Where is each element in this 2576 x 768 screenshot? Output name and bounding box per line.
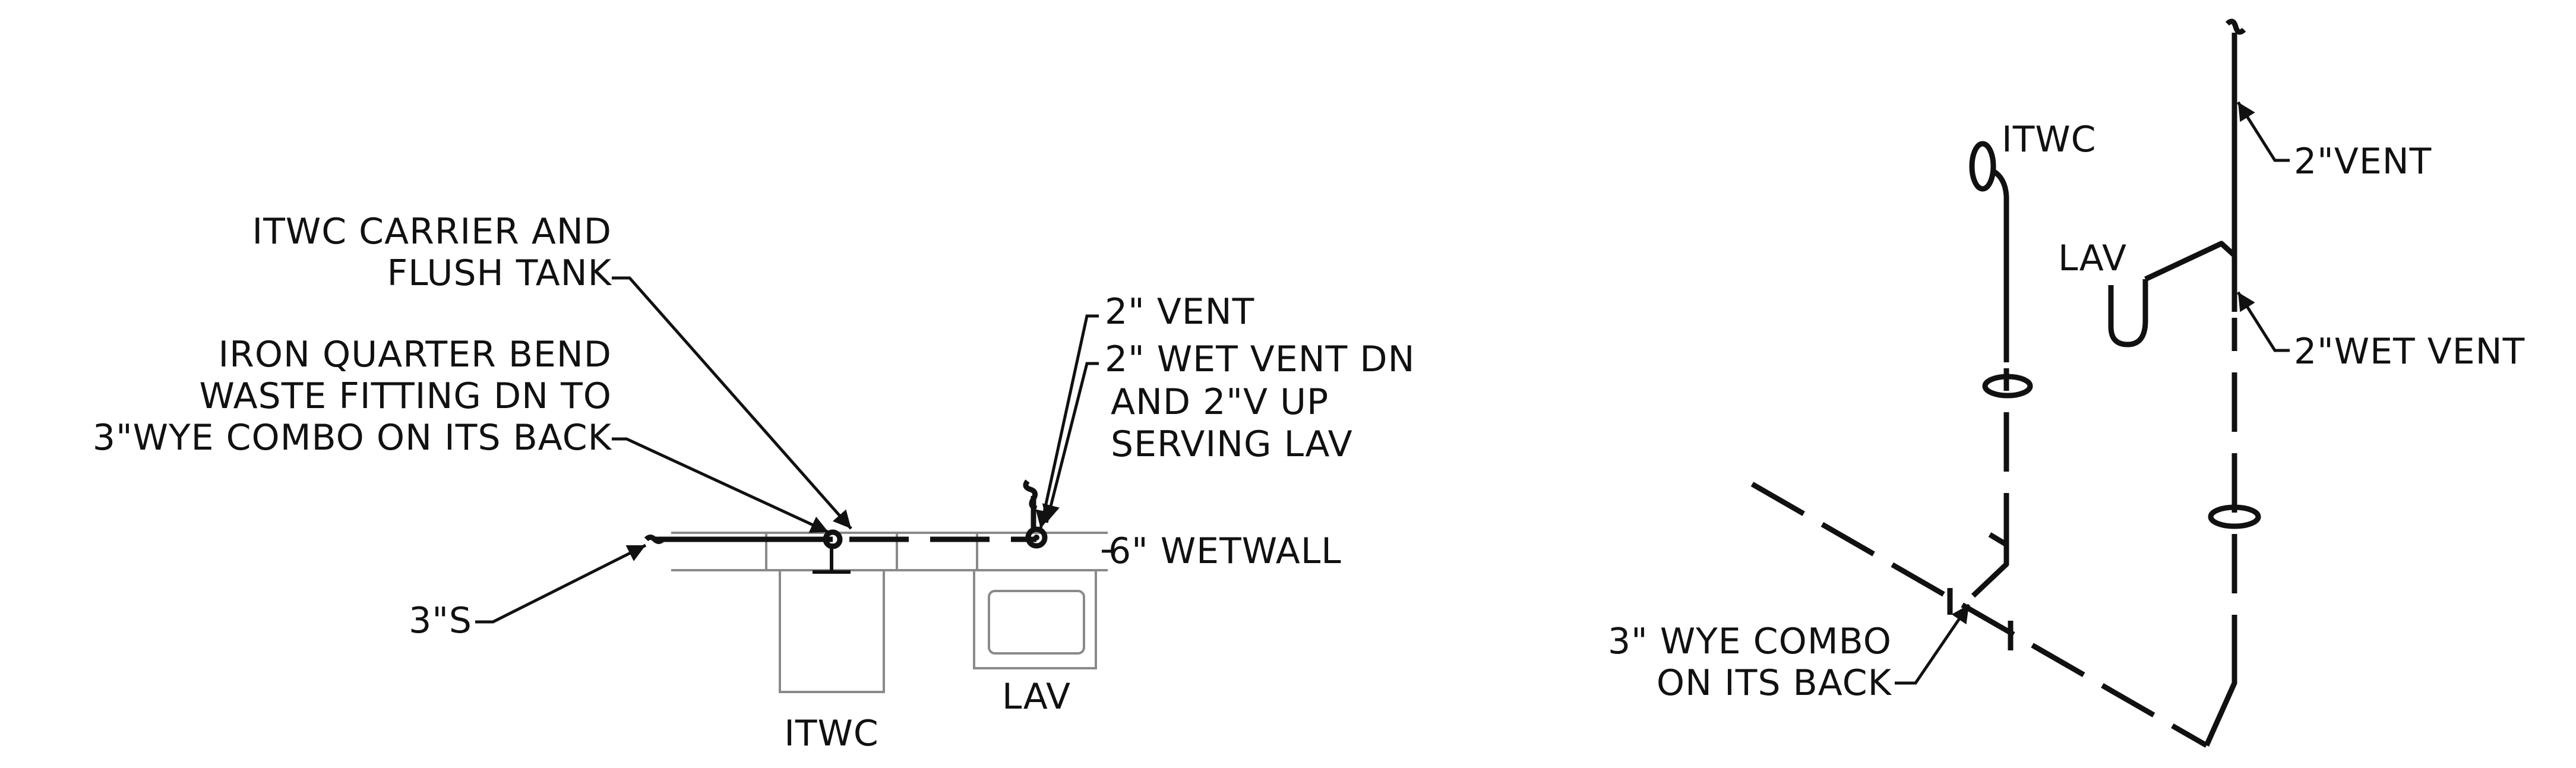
wye-marks-iso: [1947, 588, 2014, 650]
lav-fixture-plan: [973, 569, 1097, 669]
wet-vent-label-iso: 2"WET VENT: [2294, 331, 2525, 372]
itwc-riser-iso: [1969, 141, 2033, 598]
bend-label-line2: WASTE FITTING DN TO: [200, 375, 612, 417]
leaders-iso: [1895, 101, 2290, 685]
wet-vent-label-line1: 2" WET VENT DN: [1105, 339, 1415, 380]
vent-stack-iso: [2208, 18, 2261, 674]
lav-branch-iso: [2108, 241, 2237, 347]
main-drain-iso: [1750, 482, 2237, 748]
itwc-label-plan: ITWC: [784, 713, 879, 754]
lav-label-plan: LAV: [1002, 676, 1071, 718]
bend-label-line3: 3"WYE COMBO ON ITS BACK: [93, 417, 612, 459]
sanitary-drain-plan: [644, 526, 1048, 549]
wye-label-line1: 3" WYE COMBO: [1608, 621, 1892, 662]
leaders-plan: [475, 276, 1112, 624]
carrier-label-line2: FLUSH TANK: [387, 252, 612, 294]
isometric-view: ITWC LAV 2"VENT 2"WET VENT 3" WYE COMBO …: [1608, 18, 2525, 748]
bend-label-line1: IRON QUARTER BEND: [218, 334, 612, 375]
wet-vent-label-line3: SERVING LAV: [1111, 423, 1353, 465]
vent-label-iso: 2"VENT: [2294, 141, 2432, 182]
plan-view: ITWC CARRIER AND FLUSH TANK IRON QUARTER…: [93, 211, 1415, 754]
wye-label-line2: ON ITS BACK: [1657, 662, 1892, 704]
wet-vent-label-line2: AND 2"V UP: [1111, 381, 1329, 423]
lav-label-iso: LAV: [2058, 238, 2127, 279]
vent-label-plan: 2" VENT: [1105, 291, 1254, 333]
sanitary-label: 3"S: [409, 600, 472, 641]
itwc-label-iso: ITWC: [2002, 119, 2097, 160]
carrier-label-line1: ITWC CARRIER AND: [252, 211, 612, 252]
itwc-fixture-plan: [779, 543, 885, 693]
vent-break-symbol-plan: [1023, 479, 1038, 529]
wetwall-label: 6" WETWALL: [1108, 530, 1342, 572]
